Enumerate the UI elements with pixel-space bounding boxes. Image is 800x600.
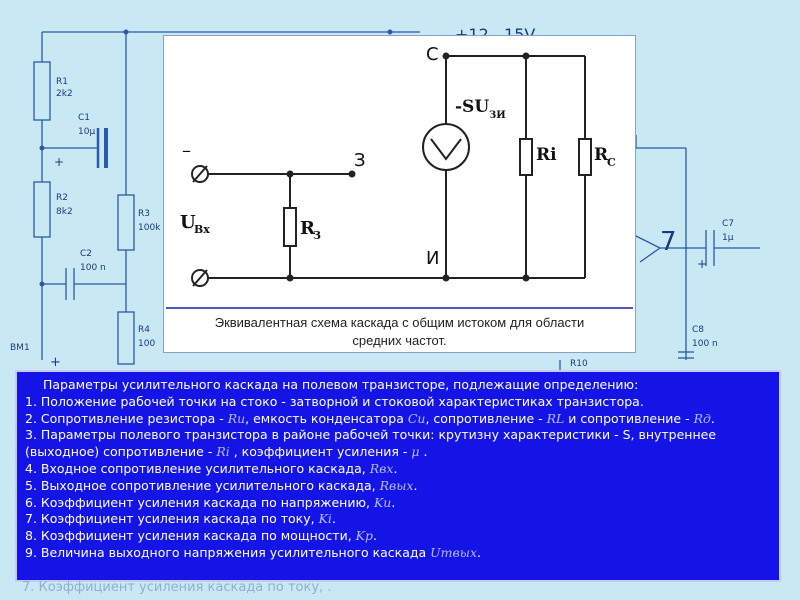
bg-r4-value: 100 [138,339,155,349]
param-item-3-text: . [419,444,428,460]
bg-r2-label: R2 [56,193,68,203]
bg-c7-plus: + [697,257,707,271]
current-source-label: -SU [455,97,489,117]
param-item-8: 8. Коэффициент усиления каскада по мощно… [25,528,771,545]
param-item-2-text: . [710,410,715,426]
param-rn-symbol: Rи [227,410,246,426]
current-source-sub: ЗИ [489,110,506,121]
rc-sub: С [607,156,616,169]
bg-r3-value: 100k [138,223,161,233]
param-item-1: 1. Положение рабочей точки на стоко - за… [25,393,644,409]
param-item-2-text: , сопротивление - [425,410,547,426]
param-item-4-text: . [393,460,398,476]
param-item-4: 4. Входное сопротивление усилительного к… [25,461,771,478]
input-voltage-sub: Вх [194,223,210,236]
param-item-4-text: 4. Входное сопротивление усилительного к… [25,460,370,476]
equivalent-circuit-schematic: – З U Вх R З С И -SU ЗИ Ri R С [180,44,616,287]
parameters-title: Параметры усилительного каскада на полев… [43,377,639,392]
bg-bm1-label: BM1 [10,343,30,353]
param-item-2-text: и сопротивление - [564,410,694,426]
param-item-9: 9. Величина выходного напряжения усилите… [25,545,771,562]
bg-r1-value: 2k2 [56,89,73,99]
param-item-7: 7. Коэффициент усиления каскада по току,… [25,511,771,528]
param-item-7-text: . [331,511,336,527]
ri-label: Ri [536,145,557,165]
param-item-3-text: , коэффициент усиления - [229,444,412,460]
param-mu-symbol: μ [411,444,420,460]
bg-c1-plus: + [54,155,64,169]
param-item-7-text: 7. Коэффициент усиления каскада по току, [25,511,319,527]
bg-c8-label: C8 [692,325,704,335]
source-node-label: И [426,248,439,269]
bg-c1-value: 10μ [78,127,95,137]
schematic-panel: – З U Вх R З С И -SU ЗИ Ri R С Эквивален… [163,35,636,353]
bg-r2-value: 8k2 [56,207,73,217]
param-item-5: 5. Выходное сопротивление усилительного … [25,478,771,495]
bg-r3-label: R3 [138,209,150,219]
param-umout-symbol: Umвых [430,544,478,560]
param-item-3-text: (выходное) сопротивление - [25,444,217,460]
param-rd-symbol: Rд [693,410,711,426]
junction-dot [442,52,450,60]
input-voltage-label: U [180,212,196,233]
param-item-5-text: . [413,477,418,493]
junction-dot [442,274,450,282]
param-ki-symbol: Ki [318,511,332,527]
bottom-overflow-text: 7. Коэффициент усиления каскада по току,… [22,580,332,595]
bg-c2-label: C2 [80,249,92,259]
param-item-9-text: 9. Величина выходного напряжения усилите… [25,544,431,560]
drain-node-label: С [426,44,439,65]
parameters-panel: Параметры усилительного каскада на полев… [15,370,781,582]
caption-line-2: средних частот. [352,333,447,348]
bg-c8-value: 100 n [692,339,718,349]
param-item-6-text: 6. Коэффициент усиления каскада по напря… [25,494,374,510]
bg-c7-value: 1μ [722,233,734,243]
param-rin-symbol: Rвх [369,460,394,476]
param-item-3-cont: (выходное) сопротивление - Ri , коэффици… [25,444,771,461]
param-item-2-text: 2. Сопротивление резистора - [25,410,228,426]
junction-dot [522,52,530,60]
rz-label: R [300,218,316,239]
bg-node-7: 7 [660,227,677,257]
gate-node-dot [348,170,356,178]
rz-sub: З [313,229,321,242]
schematic-caption: Эквивалентная схема каскада с общим исто… [166,307,633,351]
bg-r1-label: R1 [56,77,68,87]
param-item-2: 2. Сопротивление резистора - Rи, емкость… [25,411,771,428]
bg-r10-label: R10 [570,359,588,369]
param-kp-symbol: Kp [355,528,373,544]
bg-c7-label: C7 [722,219,734,229]
bg-bm1-plus: + [50,355,61,370]
junction-dot [286,274,294,282]
param-item-8-text: 8. Коэффициент усиления каскада по мощно… [25,528,356,544]
gate-node-label: З [354,150,366,171]
bg-c1-label: C1 [78,113,90,123]
param-item-5-text: 5. Выходное сопротивление усилительного … [25,477,380,493]
param-item-6: 6. Коэффициент усиления каскада по напря… [25,495,771,512]
param-item-9-text: . [477,544,482,560]
param-ku-symbol: Kи [373,494,392,510]
caption-line-1: Эквивалентная схема каскада с общим исто… [214,315,585,330]
param-item-6-text: . [391,494,396,510]
param-item-2-text: , емкость конденсатора [245,410,408,426]
bg-r4-label: R4 [138,325,150,335]
param-item-8-text: . [373,528,377,544]
param-rl-symbol: RL [546,410,565,426]
junction-dot [286,170,294,178]
rc-label: R [594,145,609,165]
param-ri-symbol: Ri [216,444,230,460]
bg-c2-value: 100 n [80,263,106,273]
param-cn-symbol: Cи [407,410,426,426]
terminal-minus-label: – [182,140,191,161]
param-rout-symbol: Rвых [379,477,414,493]
param-item-3: 3. Параметры полевого транзистора в райо… [25,427,717,443]
junction-dot [522,274,530,282]
